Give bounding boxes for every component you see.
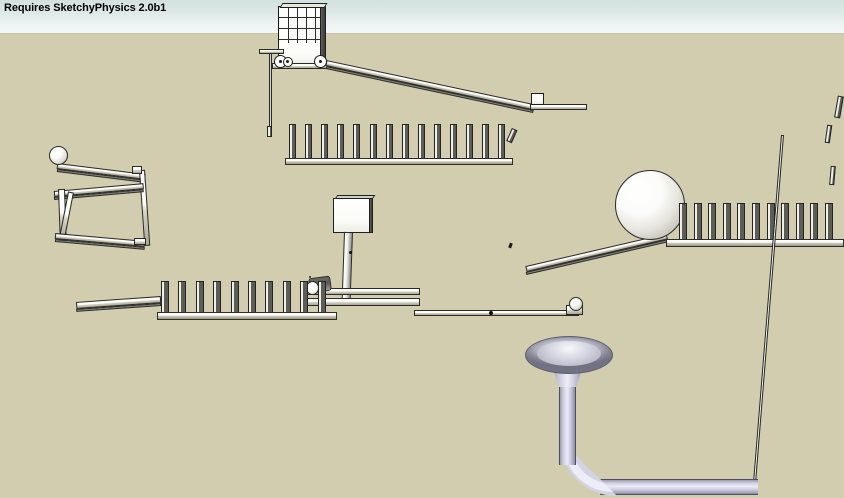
domino-mid[interactable] xyxy=(282,281,291,314)
domino-top[interactable] xyxy=(498,124,506,159)
domino-mid[interactable] xyxy=(178,281,187,314)
domino-mid[interactable] xyxy=(300,281,309,314)
domino-top[interactable] xyxy=(337,124,345,159)
domino-top[interactable] xyxy=(321,124,329,159)
domino-mid[interactable] xyxy=(195,281,204,314)
horn-tube-horizontal xyxy=(600,479,758,495)
hammer-head[interactable] xyxy=(333,198,372,233)
hammer-head-side xyxy=(369,198,373,233)
domino-top[interactable] xyxy=(289,124,296,159)
domino-top[interactable] xyxy=(433,124,441,159)
horn-bell-opening xyxy=(537,341,601,366)
domino-right[interactable] xyxy=(722,203,731,241)
ground-plane xyxy=(0,33,844,498)
big-sphere[interactable] xyxy=(615,170,685,240)
domino-top[interactable] xyxy=(385,124,393,159)
grid-line-h xyxy=(279,17,323,18)
domino-right[interactable] xyxy=(679,203,687,241)
small-ball-top-left[interactable] xyxy=(49,146,68,165)
t-pole-shaft xyxy=(269,53,272,131)
domino-top[interactable] xyxy=(417,124,425,159)
domino-mid[interactable] xyxy=(161,281,169,314)
domino-right[interactable] xyxy=(693,203,702,241)
domino-top[interactable] xyxy=(369,124,377,159)
domino-row-right-base xyxy=(666,239,844,247)
lever-pivot-dot xyxy=(489,311,493,315)
domino-top[interactable] xyxy=(450,124,457,159)
small-ball-lever[interactable] xyxy=(569,297,583,311)
domino-mid[interactable] xyxy=(248,281,256,314)
domino-mid[interactable] xyxy=(317,281,326,314)
domino-top[interactable] xyxy=(353,124,361,159)
domino-right[interactable] xyxy=(752,203,760,241)
domino-right[interactable] xyxy=(825,203,833,241)
domino-right[interactable] xyxy=(795,203,804,241)
grid-line-h xyxy=(279,39,323,40)
cart-top-face xyxy=(279,3,328,8)
horizon-line xyxy=(0,33,844,34)
domino-top[interactable] xyxy=(305,124,313,159)
scene-title-text: Requires SketchyPhysics 2.0b1 xyxy=(4,2,167,14)
zigzag-connector-top xyxy=(132,166,142,174)
lever-beam xyxy=(414,310,579,316)
sky-background xyxy=(0,0,844,33)
domino-mid[interactable] xyxy=(213,281,222,314)
landing-cube[interactable] xyxy=(531,93,544,105)
domino-right[interactable] xyxy=(737,203,746,241)
domino-top[interactable] xyxy=(482,124,490,159)
landing-platform xyxy=(530,104,587,110)
hammer-pivot-dot xyxy=(349,251,352,254)
domino-row-mid-base xyxy=(157,312,337,320)
t-pole-foot xyxy=(267,126,272,137)
grid-line-h xyxy=(279,28,323,29)
horn-tube-vertical xyxy=(559,375,576,465)
domino-mid[interactable] xyxy=(230,281,239,314)
cart-wheel-left-rear[interactable] xyxy=(283,57,293,67)
domino-top[interactable] xyxy=(401,124,409,159)
domino-right[interactable] xyxy=(810,203,819,241)
domino-row-top-base xyxy=(285,158,513,165)
domino-top[interactable] xyxy=(466,124,474,159)
domino-mid[interactable] xyxy=(265,281,274,314)
roller-cylinder-right-of-mid[interactable] xyxy=(309,276,311,278)
zigzag-connector-bottom xyxy=(134,238,146,245)
domino-right[interactable] xyxy=(708,203,717,241)
cart-grid-box[interactable] xyxy=(278,6,324,50)
domino-right[interactable] xyxy=(781,203,790,241)
